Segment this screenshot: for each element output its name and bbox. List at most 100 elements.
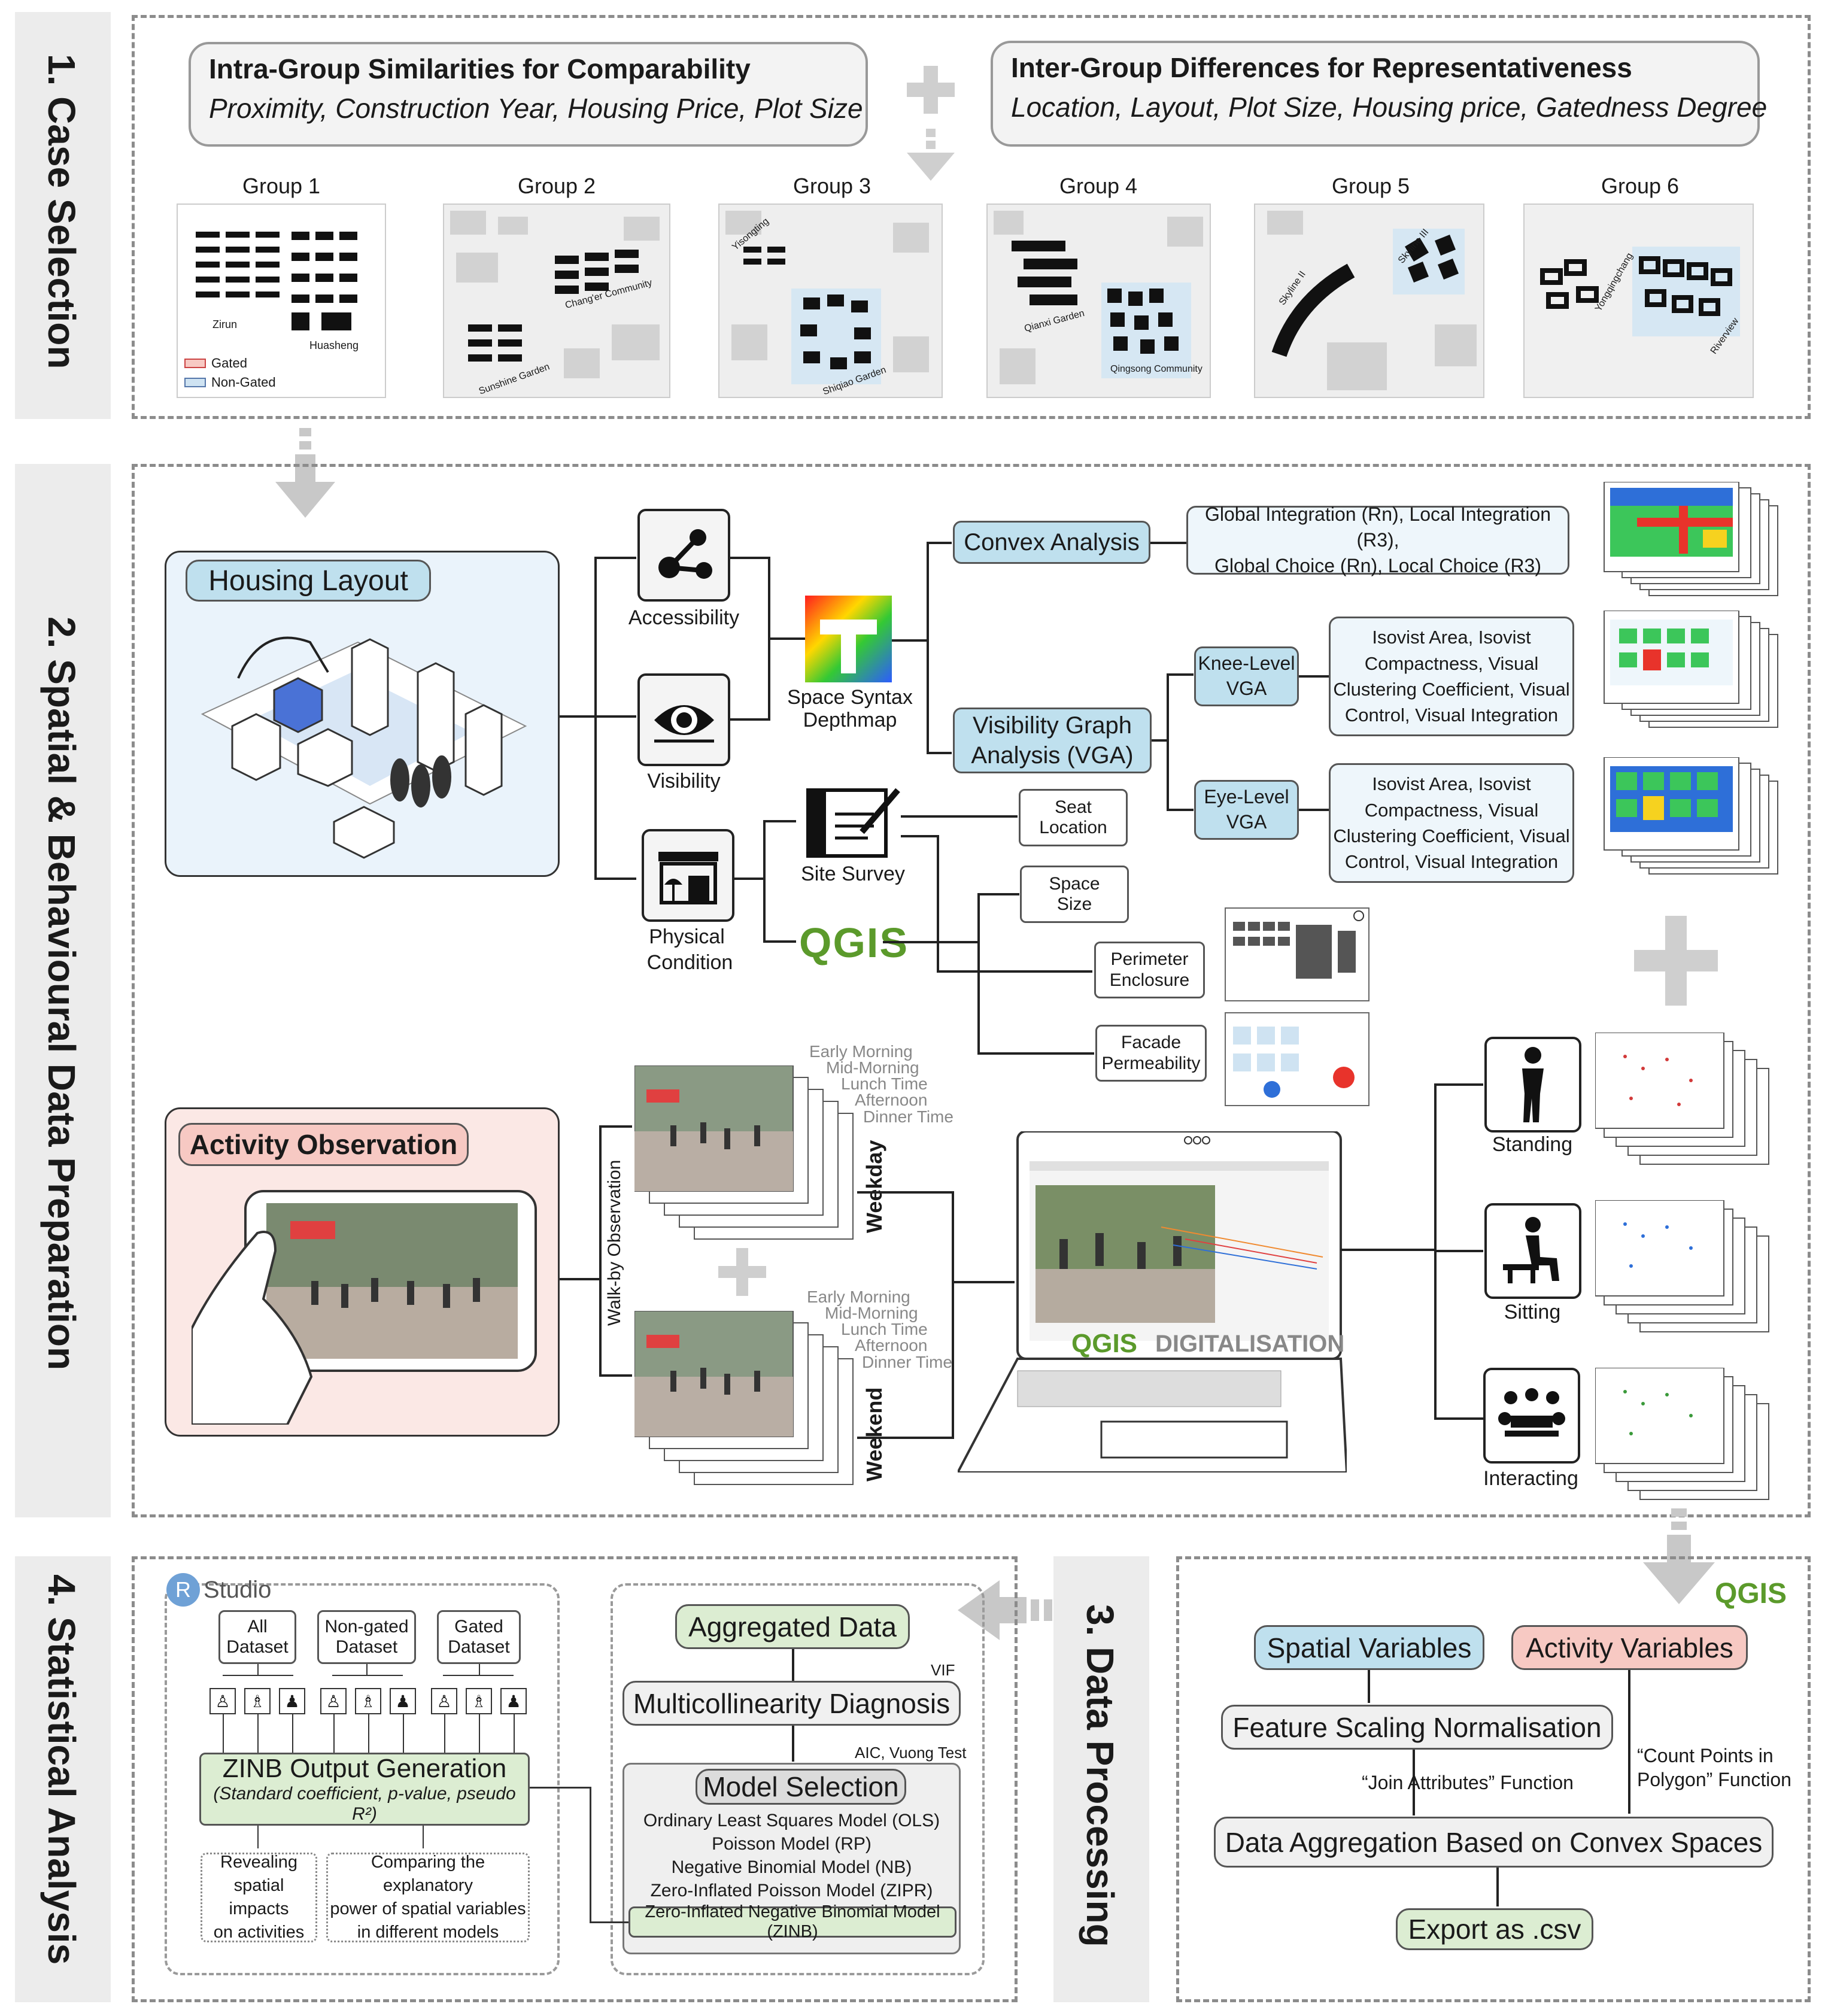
interacting-result-stack — [1595, 1368, 1769, 1500]
reveal-l3: on activities — [213, 1923, 305, 1942]
connector — [730, 718, 769, 721]
accessibility-label: Accessibility — [628, 606, 740, 629]
group-1-map: Zirun Huasheng Gated Non-Gated — [177, 204, 386, 398]
site-survey-icon — [806, 788, 900, 858]
nongated-dataset-l2: Dataset — [335, 1637, 398, 1657]
knee-level-vga-box: Knee-Level VGA — [1194, 646, 1299, 706]
connector — [444, 1714, 445, 1754]
model-panel — [611, 1583, 985, 1975]
qgis-digitalisation-label-a: QGIS — [1071, 1329, 1138, 1358]
connector — [594, 715, 636, 718]
connector — [560, 715, 596, 718]
accessibility-icon — [637, 509, 730, 602]
connector — [1434, 1417, 1483, 1420]
activity-observation-label: Activity Observation — [178, 1123, 469, 1166]
knee-iso-2: Compactness, Visual — [1364, 652, 1539, 674]
join-attributes-label: “Join Attributes” Function — [1362, 1772, 1574, 1793]
connector — [1299, 675, 1329, 678]
perimeter-enclosure-box: Perimeter Enclosure — [1094, 942, 1205, 998]
connector — [1152, 739, 1168, 742]
convex-variables-line-1: Global Integration (Rn), Local Integrati… — [1204, 503, 1551, 551]
connector — [599, 1125, 632, 1128]
interacting-label: Interacting — [1483, 1467, 1578, 1490]
knee-isovist-variables-box: Isovist Area, Isovist Compactness, Visua… — [1329, 617, 1574, 736]
knee-label-1: Knee-Level — [1198, 652, 1295, 675]
connector — [257, 1664, 259, 1675]
connector — [763, 820, 796, 822]
weekday-time-5: Dinner Time — [863, 1107, 954, 1126]
zinb-model-box: Zero-Inflated Negative Binomial Model (Z… — [628, 1902, 956, 1941]
connector — [1167, 673, 1194, 676]
section-tab-3 — [1053, 1556, 1149, 2002]
connector — [927, 752, 952, 754]
rstudio-panel — [165, 1583, 560, 1975]
connector — [1413, 1750, 1415, 1815]
connector — [333, 1714, 335, 1754]
group-4-title: Group 4 — [1059, 174, 1138, 198]
group-5-title: Group 5 — [1331, 174, 1410, 198]
connector — [599, 1374, 632, 1377]
inter-group-box: Inter-Group Differences for Representati… — [991, 41, 1767, 147]
connector — [734, 878, 764, 880]
aic-label: AIC, Vuong Test — [855, 1744, 967, 1762]
eye-iso-2: Compactness, Visual — [1364, 799, 1539, 821]
mini-standing-icon: ♙ — [209, 1688, 236, 1714]
nongated-dataset-l1: Non-gated — [324, 1616, 409, 1637]
connector — [730, 557, 769, 559]
section-title-4: 4. Statistical Analysis — [40, 1574, 83, 1965]
inter-group-criteria: Location, Layout, Plot Size, Housing pri… — [1011, 92, 1768, 123]
mini-interacting-icon: ♟ — [500, 1688, 527, 1714]
connector — [937, 941, 979, 943]
facade-permeability-box: Facade Permeability — [1095, 1025, 1207, 1082]
plus-icon — [1634, 916, 1718, 1006]
plus-small-icon — [718, 1248, 766, 1296]
connector — [423, 1826, 424, 1848]
intra-group-title: Intra-Group Similarities for Comparabili… — [209, 53, 751, 84]
tablet-recording-illustration — [192, 1190, 537, 1425]
connector — [223, 1714, 224, 1754]
legend-gated: Gated — [211, 356, 247, 371]
housing-layout-panel — [165, 551, 560, 877]
knee-label-2: VGA — [1226, 678, 1267, 699]
vga-box: Visibility Graph Analysis (VGA) — [953, 708, 1152, 773]
group-4-label-b: Qingsong Community — [1110, 364, 1203, 374]
connector — [952, 1281, 1015, 1283]
connector — [768, 637, 807, 640]
mini-sitting-icon: ♗ — [355, 1688, 381, 1714]
connector — [599, 1125, 602, 1377]
activity-variables-box: Activity Variables — [1511, 1625, 1748, 1670]
zinb-output-title: ZINB Output Generation — [222, 1754, 507, 1783]
connector — [292, 1714, 293, 1754]
weekday-time-3: Lunch Time — [841, 1074, 928, 1093]
vga-label-1: Visibility Graph — [972, 712, 1132, 739]
visibility-icon — [637, 673, 730, 766]
group-3-title: Group 3 — [792, 174, 871, 198]
down-arrow-icon-2 — [1643, 1508, 1715, 1604]
physical-condition-label-1: Physical — [649, 925, 725, 948]
model-ols: Ordinary Least Squares Model (OLS) — [643, 1811, 940, 1830]
connector — [937, 970, 1092, 973]
convex-variables-box: Global Integration (Rn), Local Integrati… — [1186, 503, 1569, 576]
compare-l3: in different models — [357, 1923, 499, 1942]
connector — [594, 878, 636, 880]
sitting-icon — [1484, 1203, 1581, 1299]
vga-label-2: Analysis (VGA) — [971, 742, 1134, 769]
connector — [792, 1649, 794, 1682]
group-1-label-a: Zirun — [212, 318, 238, 330]
section-tab-2 — [15, 464, 111, 1517]
mini-interacting-icon: ♟ — [279, 1688, 305, 1714]
spatial-variables-box: Spatial Variables — [1254, 1625, 1484, 1670]
physical-condition-icon — [642, 829, 734, 922]
connector — [594, 557, 597, 880]
facade-label-1: Facade — [1120, 1033, 1182, 1052]
qgis-digitalisation-label-b: DIGITALISATION — [1155, 1331, 1345, 1357]
all-dataset-l2: Dataset — [226, 1637, 289, 1657]
sitting-result-stack — [1595, 1200, 1769, 1332]
weekday-video-stack — [634, 1065, 854, 1240]
connector — [927, 542, 929, 754]
eye-iso-3: Clustering Coefficient, Visual — [1333, 825, 1570, 846]
aggregated-data-box: Aggregated Data — [675, 1604, 910, 1649]
weekday-time-1: Early Morning — [809, 1042, 913, 1061]
walk-by-observation-label: Walk-by Observation — [605, 1159, 624, 1326]
connector — [1628, 1670, 1630, 1814]
